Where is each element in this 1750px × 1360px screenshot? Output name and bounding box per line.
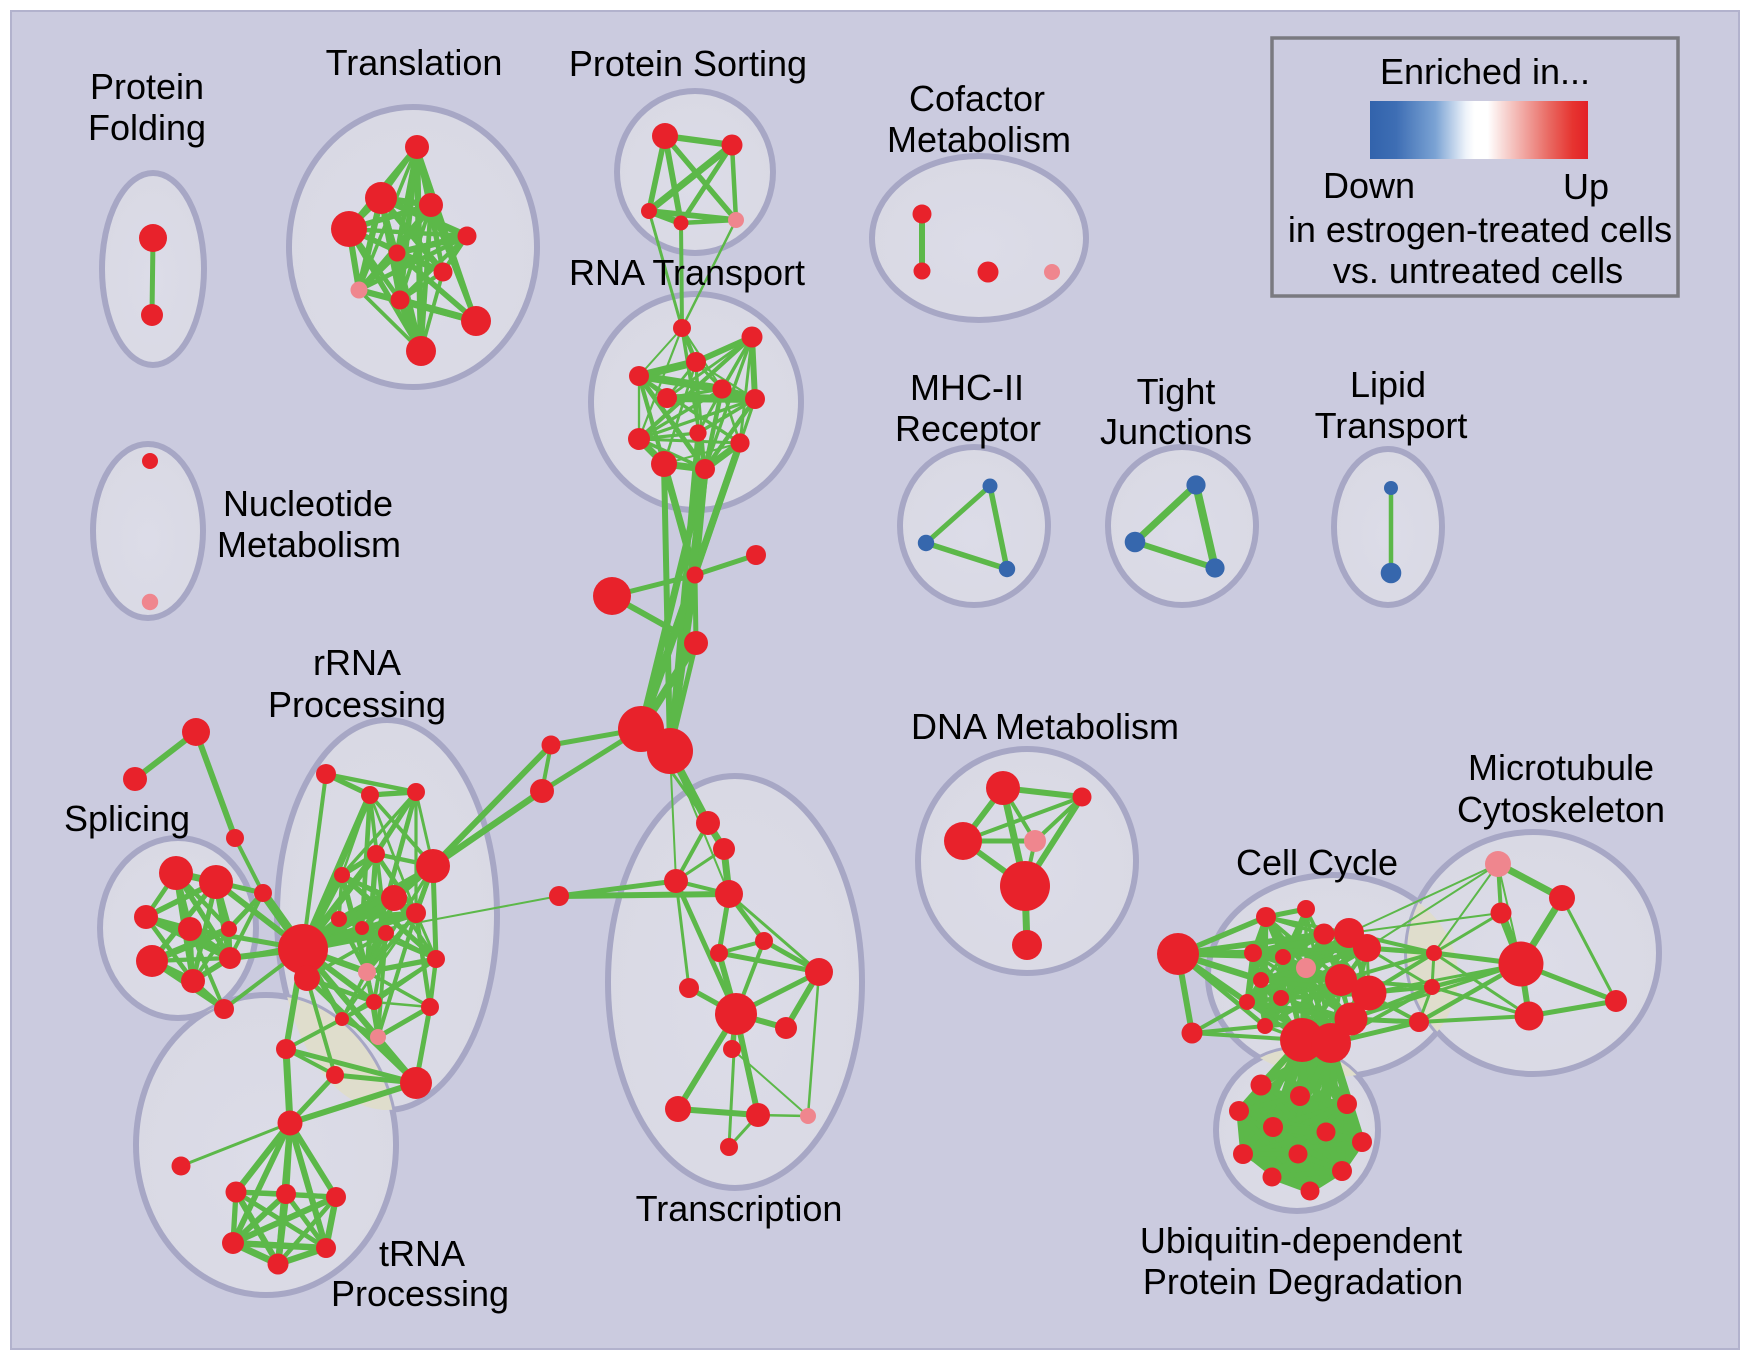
svg-text:Transport: Transport [1315,405,1468,446]
svg-text:Folding: Folding [88,107,206,148]
svg-text:Tight: Tight [1137,371,1216,412]
svg-text:Metabolism: Metabolism [887,119,1071,160]
svg-text:Up: Up [1563,166,1609,207]
svg-text:Splicing: Splicing [64,798,190,839]
svg-text:Protein: Protein [90,66,204,107]
svg-text:Enriched in...: Enriched in... [1380,51,1590,92]
svg-text:rRNA: rRNA [313,642,401,683]
svg-text:Microtubule: Microtubule [1468,747,1654,788]
svg-text:Transcription: Transcription [636,1188,843,1229]
svg-text:Junctions: Junctions [1100,411,1252,452]
svg-text:Processing: Processing [331,1273,509,1314]
svg-text:Translation: Translation [326,42,503,83]
svg-text:Ubiquitin-dependent: Ubiquitin-dependent [1140,1220,1462,1261]
svg-text:Nucleotide: Nucleotide [223,483,393,524]
svg-text:RNA Transport: RNA Transport [569,252,805,293]
svg-text:tRNA: tRNA [379,1233,465,1274]
svg-text:Protein Sorting: Protein Sorting [569,43,807,84]
svg-text:in estrogen-treated cells: in estrogen-treated cells [1288,209,1672,250]
svg-text:Cofactor: Cofactor [909,78,1045,119]
svg-text:Protein Degradation: Protein Degradation [1143,1261,1463,1302]
svg-text:Cell Cycle: Cell Cycle [1236,842,1398,883]
svg-text:Down: Down [1323,165,1415,206]
svg-text:Cytoskeleton: Cytoskeleton [1457,789,1665,830]
svg-text:DNA Metabolism: DNA Metabolism [911,706,1179,747]
svg-text:Processing: Processing [268,684,446,725]
svg-text:Lipid: Lipid [1350,364,1426,405]
svg-text:Receptor: Receptor [895,408,1041,449]
svg-text:Metabolism: Metabolism [217,524,401,565]
svg-text:vs. untreated cells: vs. untreated cells [1333,250,1623,291]
svg-text:MHC-II: MHC-II [910,367,1024,408]
